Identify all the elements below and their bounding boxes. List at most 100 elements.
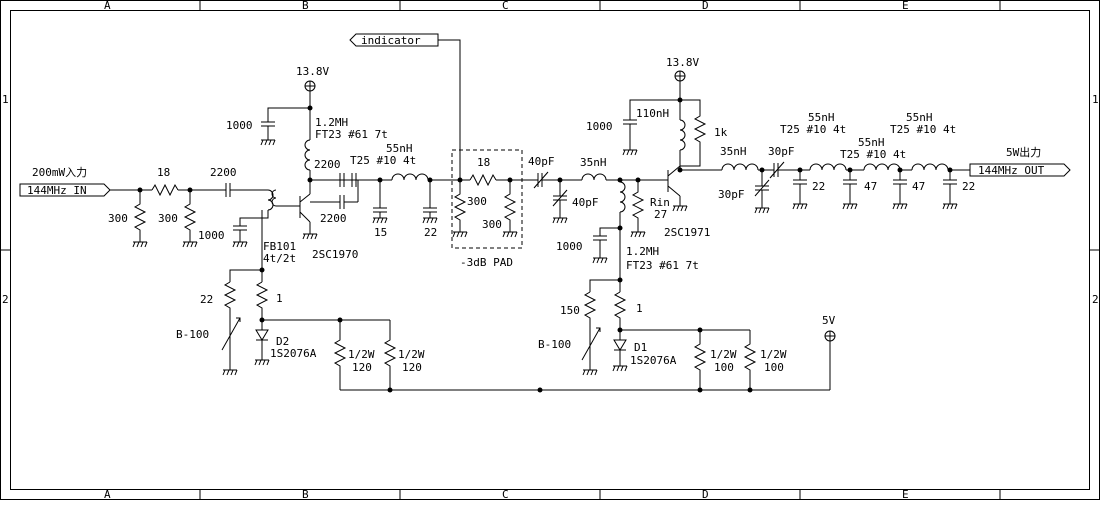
c2200-label: 2200 (210, 166, 237, 179)
attenuator-pad: 18 300 300 -3dB PAD (451, 149, 538, 269)
col-label: E (902, 0, 909, 12)
c22-label: 22 (962, 180, 975, 193)
q2-transistor: 2SC1971 (664, 165, 722, 239)
interstage-network: 55nH T25 #10 4t 15 22 (350, 142, 460, 239)
col-label: C (502, 488, 509, 500)
q1-transistor: 2SC1970 2200 2200 (299, 158, 362, 261)
vr-label: B-100 (538, 338, 571, 351)
vr-label: B-100 (176, 328, 209, 341)
l55-core-label: T25 #10 4t (350, 154, 416, 167)
c15-label: 15 (374, 226, 387, 239)
d1-part-label: 1S2076A (630, 354, 677, 367)
supply-13v8-b: 13.8V 1000 110nH 1k (586, 56, 728, 167)
d2-label: D2 (276, 335, 289, 348)
input-power-label: 200mW入力 (32, 166, 87, 179)
bias-network-q2: 150 B-100 1 D1 1S2076A 1/2W 100 1/2W 100 (537, 277, 787, 393)
row-label: 1 (1092, 93, 1099, 106)
input-port-label: 144MHz IN (27, 184, 87, 197)
r-rating-label: 1/2W (348, 348, 375, 361)
d1-label: D1 (634, 341, 647, 354)
r-rating-label: 1/2W (398, 348, 425, 361)
output-network: 35nH 30pF 30pF 22 55nH T25 #10 4t 47 55n… (718, 111, 975, 214)
r1-label: 1 (276, 292, 283, 305)
indicator-label: indicator (361, 34, 421, 47)
l35-label: 35nH (720, 145, 747, 158)
supply-label: 13.8V (296, 65, 329, 78)
c1000-label: 1000 (198, 229, 225, 242)
r-rating-label: 1/2W (710, 348, 737, 361)
fb101-turns-label: 4t/2t (263, 252, 296, 265)
col-label: A (104, 488, 111, 500)
supply-5v: 5V (822, 314, 836, 390)
c30-label: 30pF (718, 188, 745, 201)
r18-label: 18 (157, 166, 170, 179)
r300-label: 300 (108, 212, 128, 225)
r300-label: 300 (158, 212, 178, 225)
l55-core-label: T25 #10 4t (890, 123, 956, 136)
rfc-core-label: FT23 #61 7t (626, 259, 699, 272)
c1000-label: 1000 (556, 240, 583, 253)
col-label: D (702, 488, 709, 500)
q2-label: 2SC1971 (664, 226, 710, 239)
c47-label: 47 (912, 180, 925, 193)
d2-part-label: 1S2076A (270, 347, 317, 360)
rfc-label: 1.2MH (626, 245, 659, 258)
l55-label: 55nH (906, 111, 933, 124)
c1000-label: 1000 (586, 120, 613, 133)
pad-r-label: 18 (477, 156, 490, 169)
c2200-label: 2200 (320, 212, 347, 225)
q2-input-match: 40pF 40pF 35nH Rin 27 1000 1.2MH FT23 #6… (528, 155, 699, 280)
c40-label: 40pF (528, 155, 555, 168)
rin-value: 27 (654, 208, 667, 221)
row-label: 2 (1092, 293, 1099, 306)
l55-label: 55nH (808, 111, 835, 124)
row-label: 1 (2, 93, 9, 106)
r100-label: 100 (714, 361, 734, 374)
col-label: D (702, 0, 709, 12)
c47-label: 47 (864, 180, 877, 193)
l55-core-label: T25 #10 4t (780, 123, 846, 136)
c30-label: 30pF (768, 145, 795, 158)
supply-label: 5V (822, 314, 836, 327)
l35-label: 35nH (580, 156, 607, 169)
row-label: 2 (2, 293, 9, 306)
r120-label: 120 (352, 361, 372, 374)
rin-label: Rin (650, 196, 670, 209)
supply-13v8-a: 13.8V 1000 1.2MH FT23 #61 7t (226, 65, 388, 183)
q1-label: 2SC1970 (312, 248, 358, 261)
rfc-core-label: FT23 #61 7t (315, 128, 388, 141)
pad-label: -3dB PAD (460, 256, 513, 269)
r150-label: 150 (560, 304, 580, 317)
pad-r-label: 300 (482, 218, 502, 231)
indicator-port: indicator (349, 33, 461, 180)
l110-label: 110nH (636, 107, 669, 120)
r-rating-label: 1/2W (760, 348, 787, 361)
col-label: A (104, 0, 111, 12)
col-label: B (302, 488, 309, 500)
r100-label: 100 (764, 361, 784, 374)
pad-r-label: 300 (467, 195, 487, 208)
l55-label: 55nH (386, 142, 413, 155)
col-label: B (302, 0, 309, 12)
c22-label: 22 (424, 226, 437, 239)
output-port: 144MHz OUT 5W出力 (969, 145, 1071, 177)
output-power-label: 5W出力 (1006, 145, 1041, 159)
r22-label: 22 (200, 293, 213, 306)
rfc-label: 1.2MH (315, 116, 348, 129)
input-port: 144MHz IN 200mW入力 (19, 166, 111, 197)
l55-label: 55nH (858, 136, 885, 149)
l55-core-label: T25 #10 4t (840, 148, 906, 161)
input-network: 18 2200 300 300 1000 FB101 4t/2t (108, 166, 300, 270)
r1k-label: 1k (714, 126, 728, 139)
col-label: E (902, 488, 909, 500)
col-label: C (502, 0, 509, 12)
c22-label: 22 (812, 180, 825, 193)
supply-label: 13.8V (666, 56, 699, 69)
c40-label: 40pF (572, 196, 599, 209)
r1-label: 1 (636, 302, 643, 315)
fb101-label: FB101 (263, 240, 296, 253)
output-port-label: 144MHz OUT (978, 164, 1045, 177)
